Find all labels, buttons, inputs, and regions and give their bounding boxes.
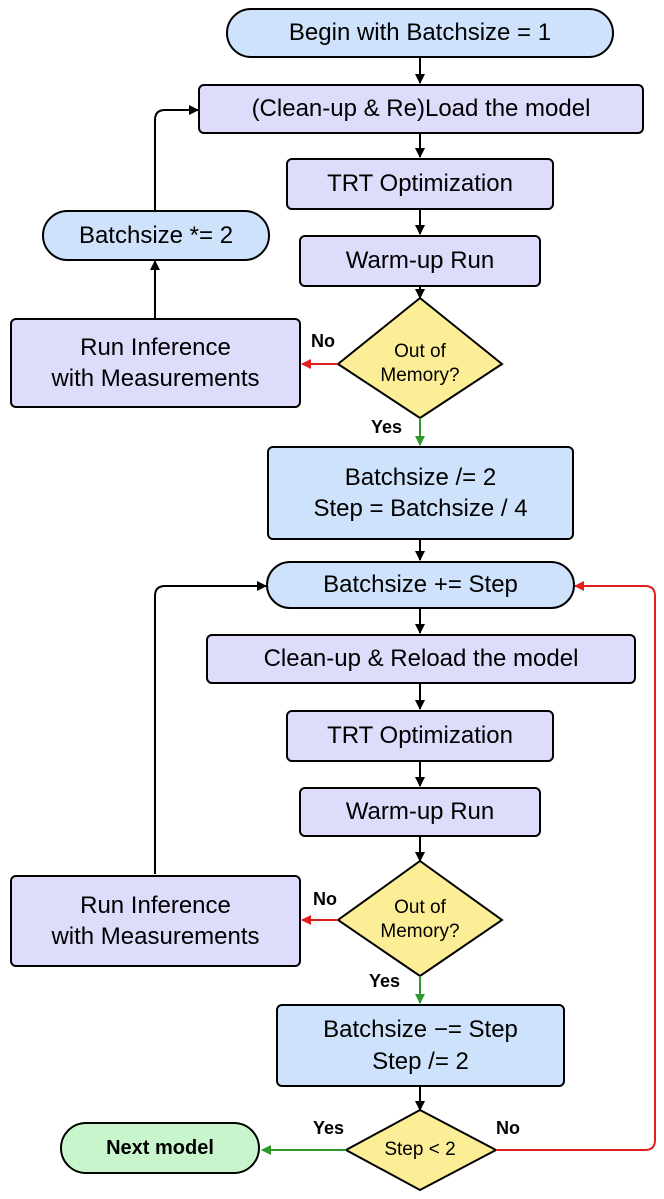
oom-decision-text-1: Out of Memory? <box>380 341 460 386</box>
batchsize-halve-label: Batchsize /= 2 Step = Batchsize / 4 <box>313 463 528 522</box>
oom-decision-text-2: Out of Memory? <box>380 897 460 942</box>
next-model-label: Next model <box>106 1137 214 1159</box>
step-no-label: No <box>496 1118 520 1138</box>
arrow-infer2-addstep <box>154 581 267 874</box>
run-inference-node-1: Run Inference with Measurements <box>10 318 301 408</box>
step-yes-label: Yes <box>313 1118 345 1138</box>
reload-model-node-2: Clean-up & Reload the model <box>206 634 636 684</box>
trt-optimization-node-1: TRT Optimization <box>286 158 554 210</box>
arrow-double-reload1 <box>154 105 199 210</box>
warmup-run-label-2: Warm-up Run <box>345 798 495 826</box>
oom2-yes-label: Yes <box>369 971 401 991</box>
start-node: Begin with Batchsize = 1 <box>226 8 614 58</box>
start-label: Begin with Batchsize = 1 <box>288 19 552 47</box>
reload-model-node-1: (Clean-up & Re)Load the model <box>198 84 644 134</box>
batchsize-add-step-label: Batchsize += Step <box>323 571 518 599</box>
oom1-yes-label: Yes <box>371 417 403 437</box>
next-model-node: Next model <box>60 1122 260 1174</box>
oom-decision-label-2: Out of Memory? <box>356 886 484 954</box>
oom-decision-label-1: Out of Memory? <box>356 330 484 398</box>
batchsize-double-label: Batchsize *= 2 <box>78 221 234 249</box>
reload-model-label-1: (Clean-up & Re)Load the model <box>251 95 591 123</box>
batchsize-double-node: Batchsize *= 2 <box>42 210 270 261</box>
trt-optimization-label-1: TRT Optimization <box>327 170 513 198</box>
warmup-run-node-1: Warm-up Run <box>299 235 541 287</box>
oom2-no-label: No <box>313 889 337 909</box>
batchsize-sub-step-node: Batchsize −= Step Step /= 2 <box>276 1004 565 1087</box>
reload-model-label-2: Clean-up & Reload the model <box>263 645 579 673</box>
trt-optimization-label-2: TRT Optimization <box>327 722 513 750</box>
batchsize-halve-node: Batchsize /= 2 Step = Batchsize / 4 <box>267 446 574 540</box>
run-inference-label-1: Run Inference with Measurements <box>51 333 260 392</box>
warmup-run-node-2: Warm-up Run <box>299 787 541 837</box>
step-check-text: Step < 2 <box>384 1139 456 1161</box>
step-check-label: Step < 2 <box>360 1134 480 1166</box>
run-inference-label-2: Run Inference with Measurements <box>51 891 260 950</box>
oom1-no-label: No <box>311 331 335 351</box>
trt-optimization-node-2: TRT Optimization <box>286 710 554 762</box>
decision-step-shape <box>343 1108 499 1192</box>
warmup-run-label-1: Warm-up Run <box>345 247 495 275</box>
batchsize-add-step-node: Batchsize += Step <box>266 561 575 609</box>
batchsize-sub-step-label: Batchsize −= Step Step /= 2 <box>323 1016 518 1075</box>
run-inference-node-2: Run Inference with Measurements <box>10 875 301 967</box>
arrow-step-no <box>496 581 656 1151</box>
